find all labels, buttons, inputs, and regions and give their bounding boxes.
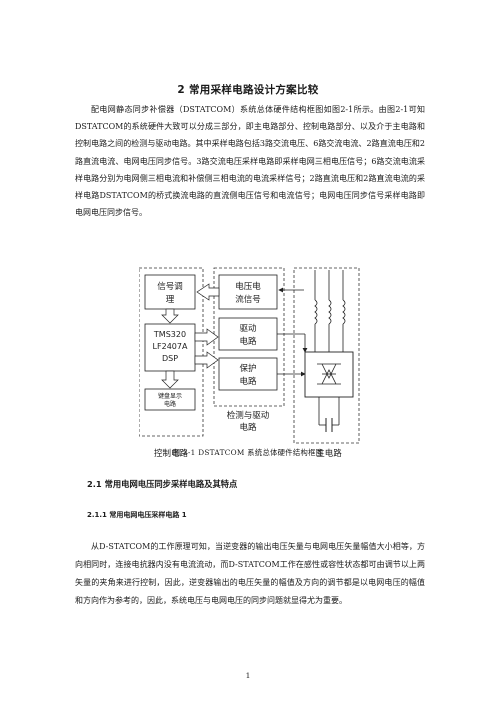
- keyboard-display-label-2: 电路: [164, 400, 176, 408]
- arrow-dsp-to-protection: [194, 351, 219, 369]
- main-group-label: 主电路: [316, 448, 342, 459]
- section-title: 2 常用采样电路设计方案比较: [177, 84, 319, 96]
- protection-circuit-label-2: 电路: [239, 376, 257, 387]
- dsp-label-1: TMS320: [153, 330, 186, 339]
- igbt-bridge-icon: [317, 363, 341, 385]
- dsp-label-3: DSP: [162, 354, 178, 363]
- drive-circuit-label-2: 电路: [239, 336, 257, 347]
- signal-conditioning-block: [144, 274, 196, 310]
- converter-block: [304, 351, 354, 398]
- block-diagram-figure: 信号调 理 TMS320 LF2407A DSP 键盘显示 电路 电压电 流信号…: [139, 260, 363, 466]
- inductor-a-icon: [314, 299, 318, 325]
- heading-2-1: 2.1 常用电网电压同步采样电路及其特点: [87, 479, 238, 489]
- paragraph-intro: 配电网静态同步补偿器（DSTATCOM）系统总体硬件结构框图如图2-1所示。由图…: [75, 105, 425, 218]
- drive-circuit-block: [218, 317, 278, 351]
- main-group-border: [293, 267, 360, 444]
- keyboard-display-label-1: 键盘显示: [158, 392, 182, 400]
- dsp-label-2: LF2407A: [153, 342, 188, 351]
- voltage-current-signal-block: [218, 274, 278, 310]
- signal-conditioning-label-2: 理: [166, 295, 175, 305]
- paragraph-sync: 从D-STATCOM的工作原理可知，当逆变器的输出电压矢量与电网电压矢量幅值大小…: [75, 542, 425, 605]
- voltage-current-label-1: 电压电: [235, 281, 261, 292]
- block-diagram: 信号调 理 TMS320 LF2407A DSP 键盘显示 电路 电压电 流信号…: [139, 267, 360, 459]
- drive-circuit-label-1: 驱动: [239, 323, 257, 334]
- detect-drive-group-label-2: 电路: [239, 422, 257, 433]
- heading-2-1-1: 2.1.1 常用电网电压采样电路 1: [87, 511, 187, 519]
- dsp-block: [144, 323, 196, 372]
- signal-conditioning-label-1: 信号调: [157, 281, 183, 292]
- keyboard-display-block: [144, 388, 196, 411]
- inductor-b-icon: [328, 299, 332, 325]
- arrow-signal-to-conditioning: [196, 283, 220, 301]
- arrow-dsp-to-drive: [194, 328, 219, 346]
- three-phase-lines: [314, 270, 346, 352]
- protection-circuit-label-1: 保护: [239, 363, 256, 374]
- control-group-border: [139, 267, 204, 437]
- arrow-conditioning-to-dsp: [161, 308, 179, 324]
- protection-circuit-block: [218, 357, 278, 391]
- figure-caption: 图 2-1 DSTATCOM 系统总体硬件结构框图: [172, 448, 324, 457]
- voltage-current-label-2: 流信号: [235, 294, 261, 305]
- arrow-dsp-to-keyboard: [161, 370, 179, 389]
- page-number: 1: [245, 671, 251, 680]
- control-group-label: 控制电路: [154, 448, 189, 459]
- detect-drive-group-label-1: 检测与驱动: [227, 410, 270, 421]
- inductor-c-icon: [342, 299, 346, 325]
- dc-capacitor-icon: [318, 397, 340, 432]
